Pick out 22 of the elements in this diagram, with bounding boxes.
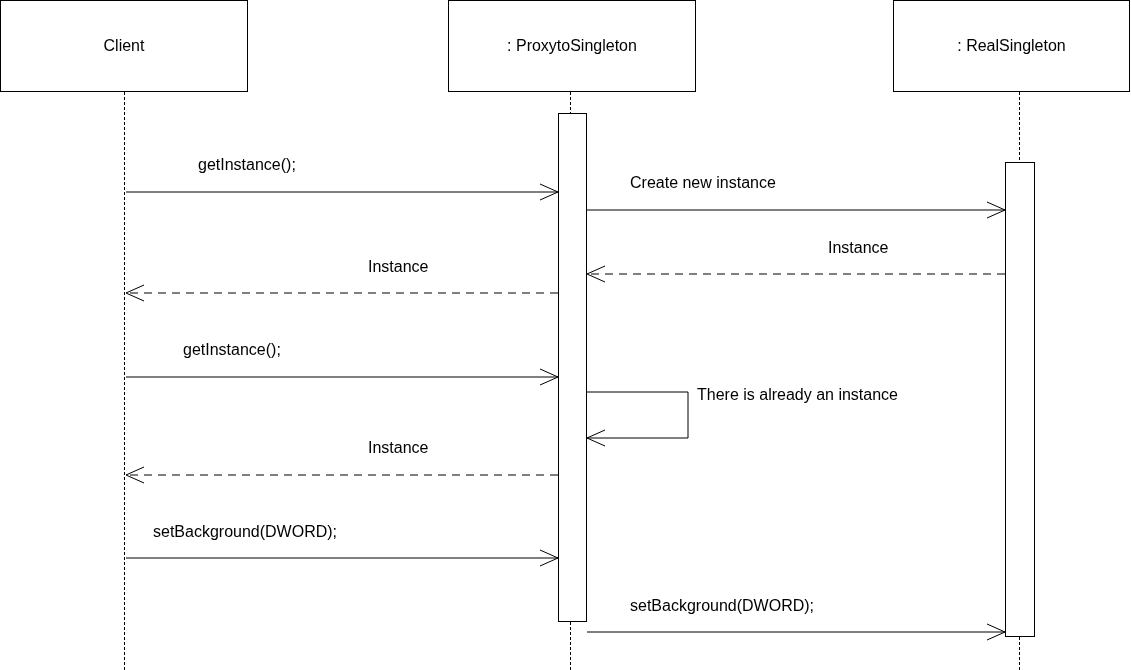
message-arrow — [586, 201, 1006, 219]
object-box — [893, 0, 1130, 92]
return-arrow — [586, 265, 1006, 283]
edge-label: setBackground(DWORD); — [630, 596, 815, 616]
message-arrow — [125, 549, 559, 567]
edge-label: setBackground(DWORD); — [153, 522, 338, 542]
object-box — [0, 0, 248, 92]
edge-label: getInstance(); — [198, 155, 296, 175]
object-name: : ProxytoSingleton — [507, 37, 637, 55]
return-arrow — [125, 466, 559, 484]
message-arrow — [125, 368, 559, 386]
object-box — [448, 0, 696, 92]
return-arrow — [125, 284, 559, 302]
message-arrow — [125, 183, 559, 201]
message-arrow — [586, 391, 689, 447]
activation-bar — [1005, 162, 1035, 637]
lifeline — [124, 92, 126, 670]
edge-label: getInstance(); — [183, 340, 281, 360]
message-arrow — [586, 623, 1006, 641]
object-name: Client — [103, 37, 145, 55]
activation-bar — [558, 113, 587, 622]
object-name: : RealSingleton — [957, 37, 1066, 55]
